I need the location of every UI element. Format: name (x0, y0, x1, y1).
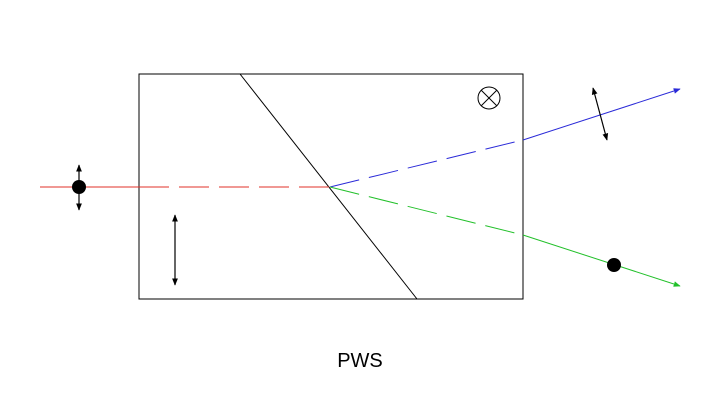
lower-beam-dashed (329, 186, 524, 236)
filled-dot-icon (607, 258, 621, 272)
circled-x-icon (477, 86, 501, 110)
double-arrow-icon (591, 87, 609, 141)
lower-beam-solid (522, 234, 681, 287)
diagram-caption: PWS (337, 350, 383, 372)
filled-dot-icon (72, 180, 86, 194)
upper-beam-dashed (329, 139, 524, 188)
upper-beam-solid (522, 88, 681, 141)
